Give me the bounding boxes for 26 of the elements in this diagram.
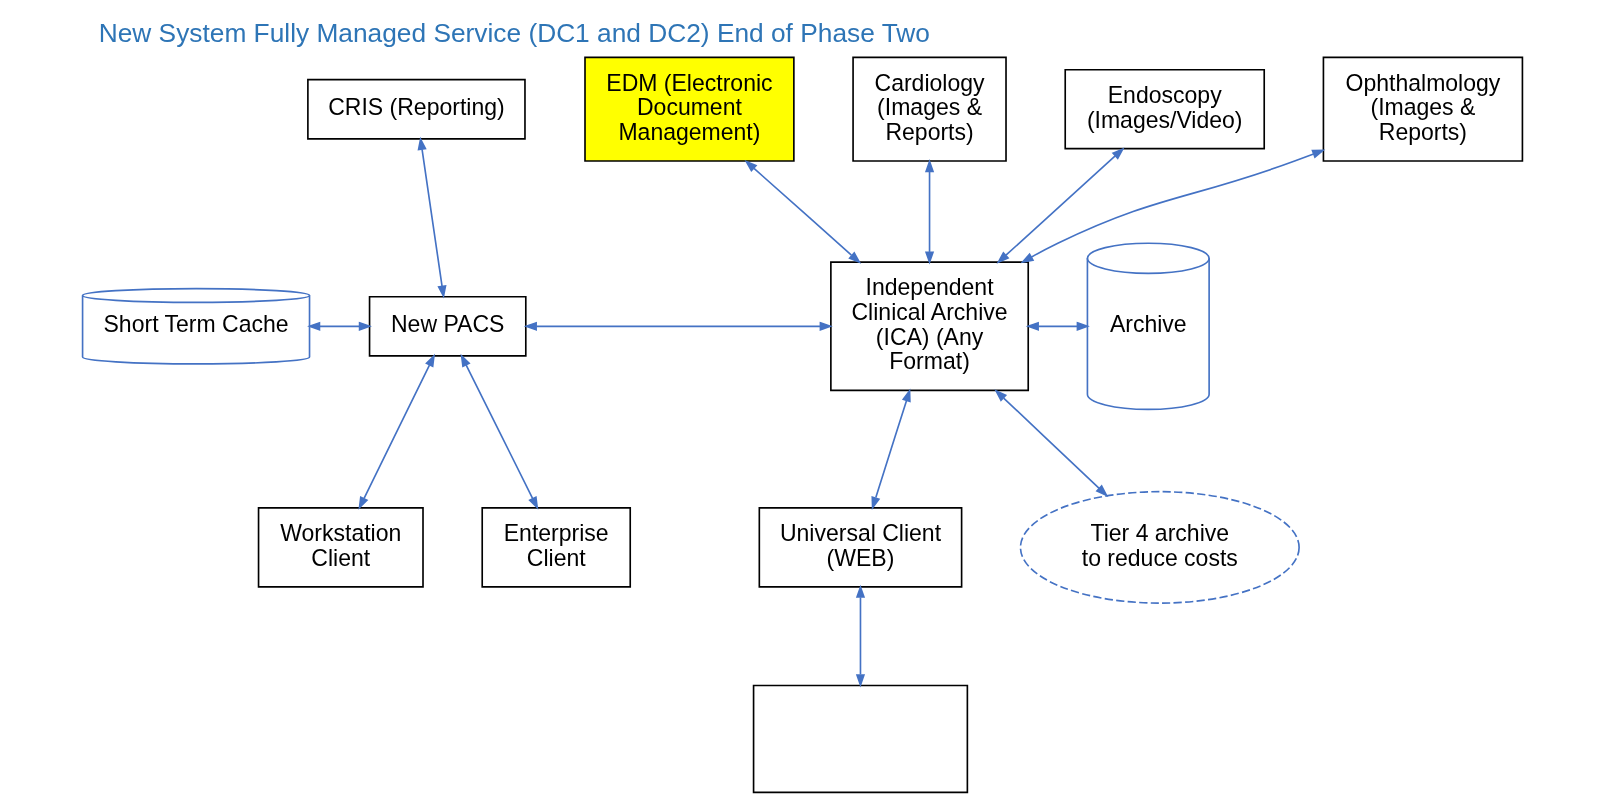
node-ellipse: Tier 4 archive to reduce costs	[1019, 490, 1300, 604]
arrow	[993, 389, 1108, 498]
arrow	[855, 584, 865, 688]
node-box: CRIS (Reporting)	[306, 78, 526, 140]
arrow	[523, 321, 833, 331]
arrow	[870, 388, 911, 510]
node-box: New PACS	[368, 295, 527, 357]
node-box: EDM (Electronic Document Management)	[583, 56, 795, 162]
arrow	[744, 159, 861, 264]
node-box: Cardiology (Images & Reports)	[851, 56, 1007, 162]
node-box: Independent Clinical Archive (ICA) (Any Format)	[829, 261, 1029, 392]
node-box: Workstation Client	[257, 507, 424, 588]
arrow	[924, 159, 934, 265]
arrow	[1025, 321, 1090, 331]
node-box: Universal Client (WEB)	[758, 507, 962, 588]
arrow	[1020, 149, 1325, 264]
node-box: Ophthalmology (Images & Reports)	[1322, 56, 1523, 162]
arrow	[417, 136, 447, 299]
node-box: Enterprise Client	[480, 507, 631, 588]
arrow	[357, 353, 435, 510]
diagram-title: New System Fully Managed Service (DC1 and DC2) End of Phase Two	[98, 18, 930, 49]
arrow	[306, 321, 372, 331]
node-box	[752, 684, 968, 794]
node-box: Endoscopy (Images/Video)	[1063, 68, 1265, 150]
arrow	[460, 353, 538, 510]
arrow	[996, 147, 1124, 264]
